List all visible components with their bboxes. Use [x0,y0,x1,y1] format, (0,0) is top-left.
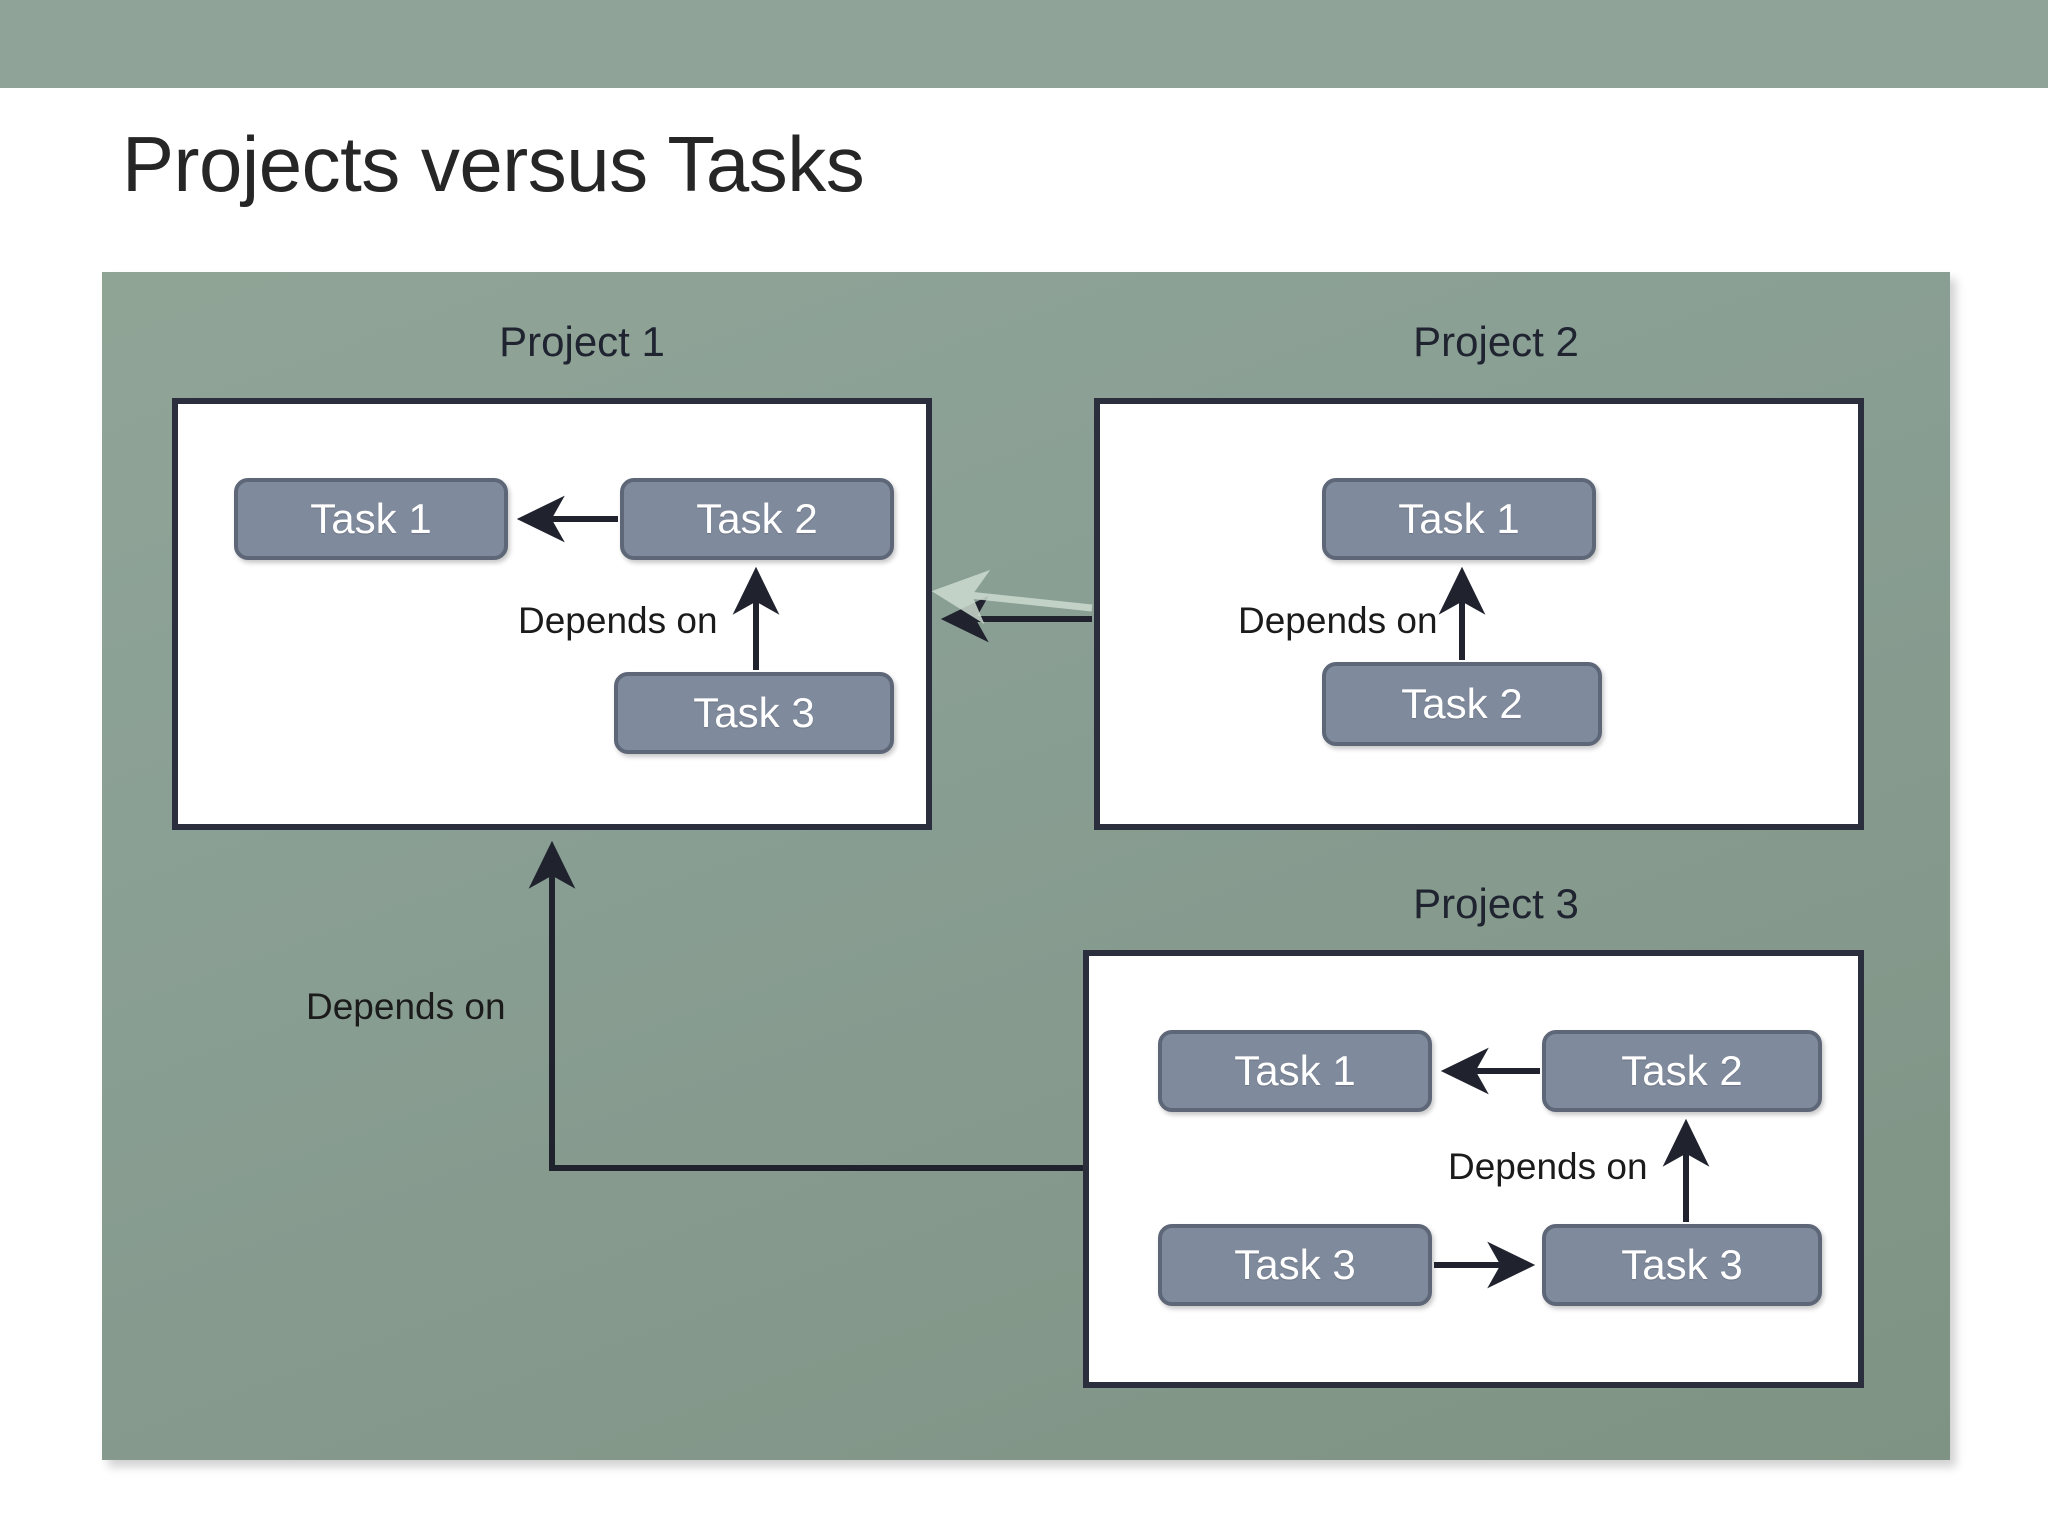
project-1-box[interactable] [172,398,932,830]
edge-label-p3-depends-on: Depends on [1448,1146,1648,1187]
edge-label-p1-depends-on: Depends on [518,600,718,641]
page-title: Projects versus Tasks [122,120,865,208]
edge-label-p3-to-p1-depends-on: Depends on [306,986,506,1027]
task-node-p3-task-3-right[interactable]: Task 3 [1542,1224,1822,1306]
task-node-p1-task-3[interactable]: Task 3 [614,672,894,754]
task-node-p2-task-1[interactable]: Task 1 [1322,478,1596,560]
project-3-label: Project 3 [1413,880,1579,927]
task-node-p3-task-1[interactable]: Task 1 [1158,1030,1432,1112]
edge-label-p2-depends-on: Depends on [1238,600,1438,641]
task-node-p3-task-2[interactable]: Task 2 [1542,1030,1822,1112]
top-banner-strip [0,0,2048,88]
task-node-p3-task-3-left[interactable]: Task 3 [1158,1224,1432,1306]
project-3-box[interactable] [1083,950,1864,1388]
task-node-p2-task-2[interactable]: Task 2 [1322,662,1602,746]
task-node-p1-task-2[interactable]: Task 2 [620,478,894,560]
project-2-box[interactable] [1094,398,1864,830]
project-1-label: Project 1 [499,318,665,365]
task-node-p1-task-1[interactable]: Task 1 [234,478,508,560]
project-2-label: Project 2 [1413,318,1579,365]
